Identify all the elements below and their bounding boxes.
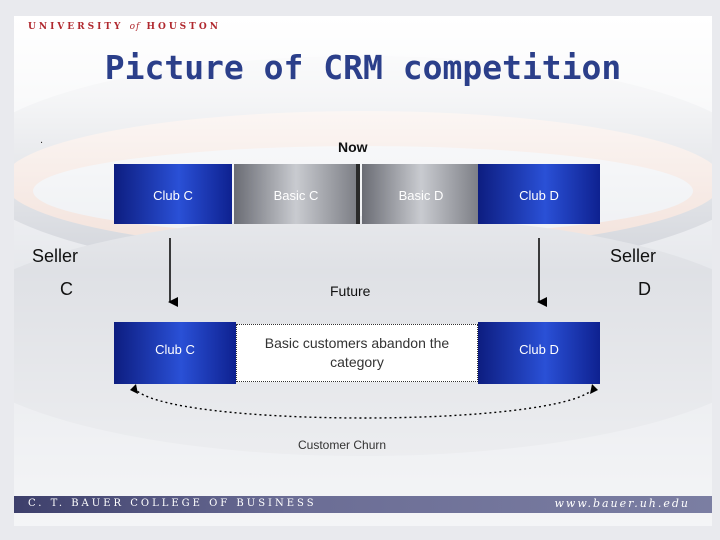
now-basic-d-box: Basic D: [362, 164, 480, 224]
churn-arrow-right: [590, 384, 598, 394]
customer-churn-label: Customer Churn: [298, 438, 387, 452]
seller-d-label: Seller: [610, 246, 657, 266]
logo-university-text: UNIVERSITY: [28, 22, 124, 32]
future-club-d-box: Club D: [478, 322, 600, 384]
diagram-arrows: [130, 164, 598, 419]
now-club-d-box: Club D: [478, 164, 600, 224]
churn-arrow-left: [130, 384, 138, 394]
slide: UNIVERSITY of HOUSTON Picture of CRM com…: [14, 16, 712, 526]
churn-curve: [133, 387, 595, 419]
university-logo: UNIVERSITY of HOUSTON: [28, 22, 221, 32]
slide-title: Picture of CRM competition: [104, 48, 622, 87]
future-label: Future: [330, 283, 371, 299]
seller-c-letter: C: [60, 279, 73, 299]
future-abandon-box: Basic customers abandon the category: [236, 324, 478, 382]
footer-bar: C. T. BAUER COLLEGE OF BUSINESS www.baue…: [14, 496, 712, 513]
bullet-point: .: [40, 134, 44, 146]
footer-url: www.bauer.uh.edu: [554, 497, 690, 510]
seller-d-letter: D: [638, 279, 651, 299]
future-club-c-box: Club C: [114, 322, 236, 384]
seller-c-label: Seller: [32, 246, 79, 266]
now-basic-c-box: Basic C: [234, 164, 358, 224]
logo-houston-text: HOUSTON: [146, 22, 221, 32]
basic-divider: [356, 164, 360, 224]
logo-of-text: of: [129, 22, 141, 32]
footer-college-name: C. T. BAUER COLLEGE OF BUSINESS: [28, 498, 317, 509]
now-club-c-box: Club C: [114, 164, 232, 224]
now-label: Now: [338, 139, 368, 155]
